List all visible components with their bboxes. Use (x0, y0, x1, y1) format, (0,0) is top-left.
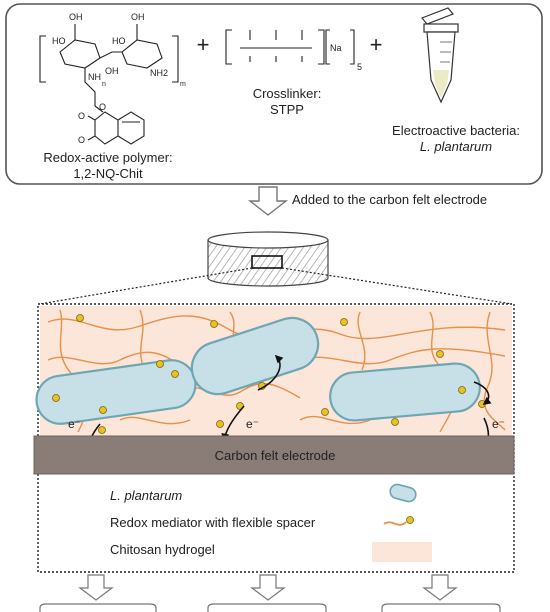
zoom-line-left (39, 267, 253, 305)
polymer-subscript-m: m (180, 81, 186, 88)
bacteria-label-line1: Electroactive bacteria: (392, 123, 520, 138)
polymer-o-2: O (78, 111, 85, 121)
electrode-label: Carbon felt electrode (215, 448, 336, 463)
bottom-panel-edge-2 (207, 603, 327, 612)
bacteria-cells (35, 316, 481, 425)
legend-mediator-dot (406, 516, 414, 524)
electron-label-3: e⁻ (492, 417, 505, 431)
bottom-arrow-1 (78, 574, 114, 601)
legend-label-hydrogel: Chitosan hydrogel (110, 542, 215, 557)
polymer-o-1: O (99, 102, 106, 112)
polymer-oh-1: OH (69, 12, 83, 22)
plus-sign-2: + (370, 32, 383, 57)
zoom-line-right (281, 267, 513, 305)
bottom-panel-edge-1 (39, 603, 157, 612)
legend-bacteria-icon (389, 483, 417, 503)
legend-mediator-icon (383, 521, 407, 526)
polymer-subscript-n: n (102, 81, 106, 88)
legend-label-mediator: Redox mediator with flexible spacer (110, 515, 316, 530)
step-arrow (247, 186, 289, 216)
bottom-arrow-2 (250, 574, 286, 601)
stpp-na: Na (330, 43, 342, 53)
legend-hydrogel-swatch (372, 542, 432, 562)
stpp-subscript: 5 (357, 62, 362, 72)
polymer-oh-3: OH (131, 12, 145, 22)
electron-label-2: e⁻ (246, 417, 259, 431)
crosslinker-label-line1: Crosslinker: (253, 86, 322, 101)
polymer-structure (39, 24, 179, 145)
polymer-ho-2: HO (112, 36, 126, 46)
step-label: Added to the carbon felt electrode (292, 192, 487, 207)
plus-sign-1: + (197, 32, 210, 57)
carbon-felt-disc (207, 231, 329, 287)
polymer-label-line1: Redox-active polymer: (43, 150, 172, 165)
polymer-ho-1: HO (52, 36, 66, 46)
carbon-felt-electrode (33, 435, 515, 475)
bottom-arrow-3 (422, 574, 458, 601)
mediator-markers (52, 314, 486, 434)
stpp-structure (225, 29, 355, 65)
tube-icon (421, 7, 459, 104)
legend-label-bacteria: L. plantarum (110, 488, 182, 503)
polymer-oh-2: OH (105, 66, 119, 76)
polymer-nh2: NH2 (150, 68, 168, 78)
bacteria-label-line2: L. plantarum (420, 139, 492, 154)
polymer-o-3: O (78, 135, 85, 145)
electron-label-1: e⁻ (68, 417, 81, 431)
bottom-panel-edge-3 (381, 603, 501, 612)
polymer-label-line2: 1,2-NQ-Chit (73, 166, 143, 181)
polymer-nh-1: NH (88, 72, 101, 82)
crosslinker-label-line2: STPP (270, 102, 304, 117)
